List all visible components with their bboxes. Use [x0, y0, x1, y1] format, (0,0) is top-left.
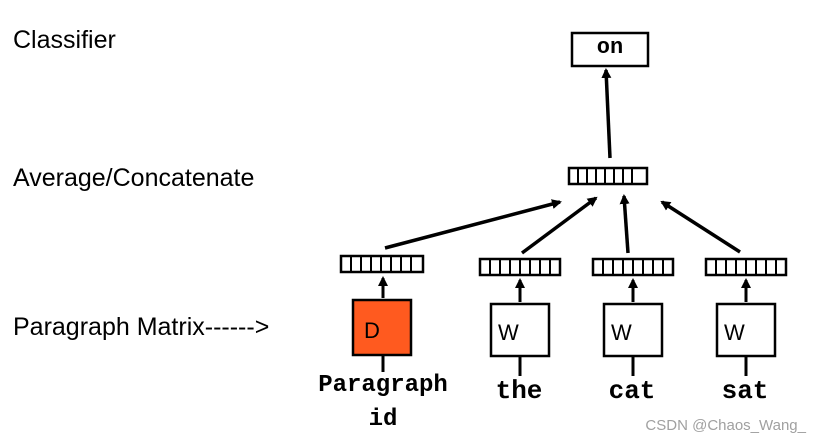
- classifier-label: Classifier: [13, 26, 116, 54]
- average-vector: [567, 166, 649, 186]
- paragraph-matrix-box: [351, 298, 413, 357]
- average-concatenate-label: Average/Concatenate: [13, 164, 255, 192]
- arrow-cat-to-average: [619, 194, 630, 254]
- output-box: [570, 31, 650, 68]
- paragraph-id-label-line2: id: [368, 406, 398, 433]
- arrow-the-to-average: [520, 196, 598, 255]
- word-vector-sat: [704, 257, 788, 277]
- word-vector-cat: [591, 257, 675, 277]
- paragraph-id-label-line1: Paragraph: [318, 372, 448, 399]
- word-matrix-box-the: [489, 302, 551, 358]
- arrow-average-to-output: [601, 68, 612, 159]
- word-matrix-box-cat: [602, 302, 664, 358]
- input-word-cat: cat: [608, 376, 656, 406]
- word-vector-the: [478, 257, 562, 277]
- word-matrix-letter-cat: W: [611, 320, 632, 345]
- arrow-paragraph-to-average: [384, 199, 562, 250]
- paragraph-matrix-letter: D: [364, 318, 380, 343]
- watermark: CSDN @Chaos_Wang_: [645, 417, 806, 434]
- output-word: on: [596, 35, 624, 60]
- paragraph-matrix-label: Paragraph Matrix------>: [13, 313, 270, 341]
- word-matrix-letter-the: W: [498, 320, 519, 345]
- word-matrix-box-sat: [715, 302, 777, 358]
- paragraph-vector: [339, 254, 425, 274]
- input-word-sat: sat: [721, 376, 769, 406]
- word-matrix-letter-sat: W: [724, 320, 745, 345]
- input-word-the: the: [495, 376, 543, 406]
- arrow-sat-to-average: [660, 200, 741, 254]
